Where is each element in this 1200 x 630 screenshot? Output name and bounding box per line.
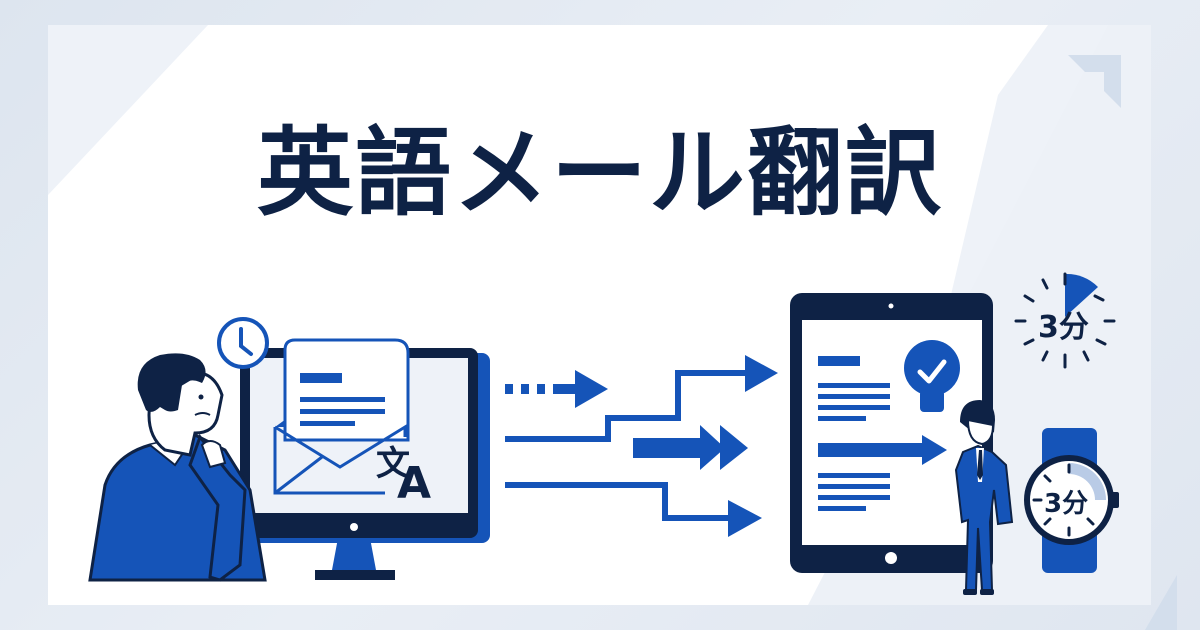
step-up-arrow-icon bbox=[505, 355, 778, 442]
watch-label: 3分 bbox=[1044, 489, 1088, 519]
corner-bracket-top-right bbox=[1068, 55, 1121, 108]
double-arrow-icon bbox=[633, 425, 748, 470]
confused-person-icon bbox=[88, 353, 267, 582]
timer-label: 3分 bbox=[1038, 310, 1089, 345]
svg-text:A: A bbox=[397, 458, 431, 509]
translate-icon: 文 A bbox=[376, 444, 431, 509]
right-illustration: 3分 3分 bbox=[790, 272, 1119, 595]
email-envelope-icon bbox=[273, 338, 410, 495]
timer-icon bbox=[1014, 272, 1116, 369]
clock-icon bbox=[217, 317, 269, 369]
page-title: 英語メール翻訳 bbox=[257, 117, 943, 229]
lightbulb-check-icon bbox=[904, 340, 960, 412]
wristwatch-icon bbox=[1024, 428, 1119, 573]
confident-person-icon bbox=[954, 400, 1014, 595]
dashed-arrow-icon bbox=[505, 370, 608, 408]
corner-accent-bottom-right bbox=[1145, 575, 1177, 630]
step-down-arrow-icon bbox=[505, 482, 762, 537]
left-illustration: 文 A bbox=[88, 317, 490, 582]
svg-text:文: 文 bbox=[376, 444, 410, 484]
flow-arrows bbox=[505, 355, 778, 537]
tablet-icon bbox=[790, 293, 993, 573]
